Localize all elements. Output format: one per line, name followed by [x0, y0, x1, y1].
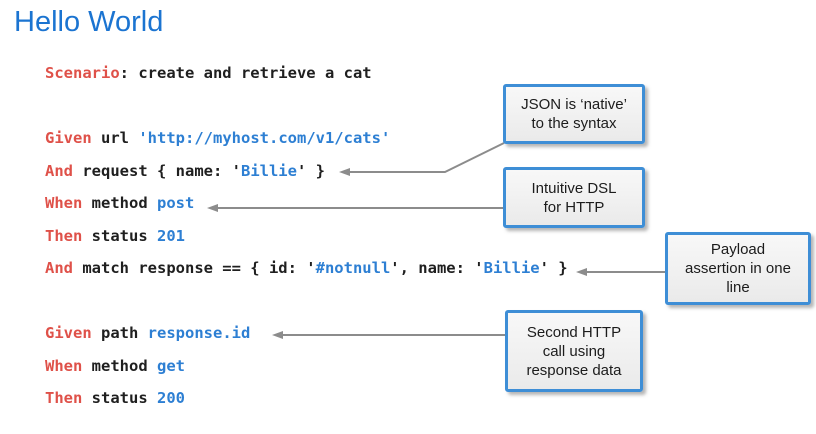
- code-text: path: [91, 324, 148, 342]
- callout-text: Intuitive DSL for HTTP: [531, 179, 617, 216]
- code-line: Given url 'http://myhost.com/v1/cats': [45, 122, 568, 155]
- callout-text: Second HTTP call using response data: [526, 323, 622, 379]
- code-text: ' }: [539, 259, 568, 277]
- code-line: And request { name: 'Billie' }: [45, 155, 568, 188]
- code-line: Then status 200: [45, 382, 568, 415]
- code-text: : create and retrieve a cat: [119, 64, 372, 82]
- code-text: ', name: ': [390, 259, 484, 277]
- code-line: And match response == { id: '#notnull', …: [45, 252, 568, 285]
- gherkin-keyword: Scenario: [45, 64, 120, 82]
- code-block: Scenario: create and retrieve a cat Give…: [45, 57, 568, 415]
- gherkin-keyword: And: [45, 259, 73, 277]
- gherkin-keyword: When: [45, 194, 83, 212]
- code-line: Then status 201: [45, 220, 568, 253]
- callout-intuitive-dsl: Intuitive DSL for HTTP: [503, 167, 645, 228]
- arrowhead-icon: [576, 268, 587, 276]
- code-line: When method get: [45, 350, 568, 383]
- gherkin-keyword: Then: [45, 226, 83, 245]
- code-value: response.id: [147, 324, 251, 342]
- code-line: [45, 285, 568, 318]
- code-line: Scenario: create and retrieve a cat: [45, 57, 568, 90]
- code-line: Given path response.id: [45, 317, 568, 350]
- code-value: Billie: [240, 161, 297, 180]
- callout-text: JSON is ‘native’ to the syntax: [521, 96, 627, 132]
- callout-second-http-call: Second HTTP call using response data: [505, 310, 643, 392]
- page-title: Hello World: [14, 6, 164, 38]
- code-text: status: [82, 389, 157, 407]
- callout-json-native: JSON is ‘native’ to the syntax: [503, 84, 645, 144]
- code-text: method: [82, 194, 157, 212]
- gherkin-keyword: Given: [45, 129, 92, 147]
- code-value: get: [156, 356, 185, 375]
- code-line: [45, 90, 568, 123]
- callout-text: Payload assertion in one line: [685, 241, 791, 296]
- code-text: request { name: ': [73, 161, 241, 180]
- gherkin-keyword: Given: [45, 324, 92, 342]
- code-value: Billie: [483, 259, 540, 277]
- code-value: post: [156, 194, 195, 212]
- code-text: match response == { id: ': [73, 259, 316, 277]
- code-value: 200: [156, 389, 185, 407]
- code-line: When method post: [45, 187, 568, 220]
- code-value: 'http://myhost.com/v1/cats': [138, 129, 391, 147]
- code-value: #notnull: [315, 259, 391, 277]
- code-text: ' }: [296, 161, 325, 180]
- code-value: 201: [156, 226, 185, 245]
- gherkin-keyword: Then: [45, 389, 83, 407]
- code-text: url: [91, 129, 139, 147]
- code-text: status: [82, 226, 157, 245]
- callout-payload-assertion: Payload assertion in one line: [665, 232, 811, 305]
- gherkin-keyword: When: [45, 356, 83, 375]
- gherkin-keyword: And: [45, 161, 73, 180]
- code-text: method: [82, 356, 157, 375]
